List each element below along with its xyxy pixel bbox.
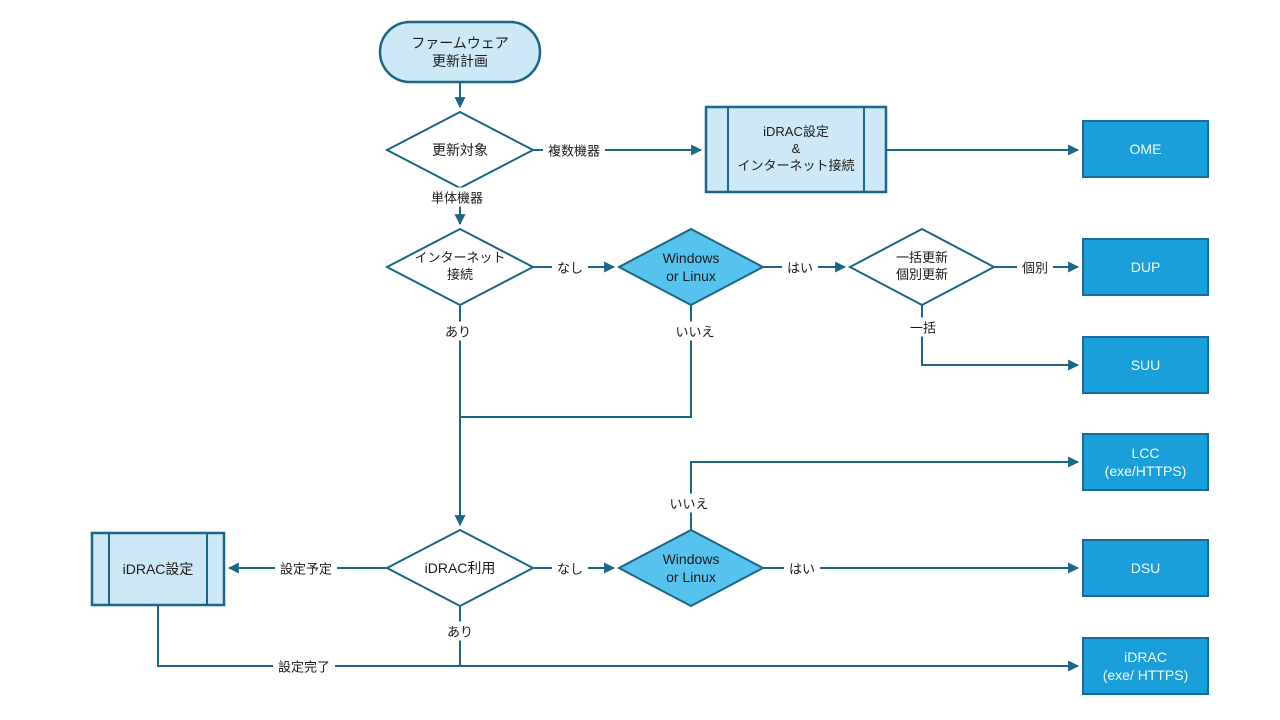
process-idrac-internet-shape bbox=[704, 105, 888, 194]
start-node-shape bbox=[378, 20, 542, 84]
box-lcc-shape bbox=[1082, 433, 1209, 491]
process-idrac-setup-shape bbox=[90, 531, 226, 607]
box-idrac-shape bbox=[1082, 637, 1209, 695]
edge-batch-to-suu bbox=[921, 305, 1080, 371]
edge-os-bottom-no-to-lcc bbox=[690, 456, 1080, 530]
box-suu-shape bbox=[1082, 336, 1209, 394]
box-dsu-shape bbox=[1082, 539, 1209, 597]
decision-batch-individual-shape bbox=[847, 227, 997, 307]
edge-idrac-setup-to-idrac bbox=[157, 605, 1080, 672]
decision-idrac-use-shape bbox=[384, 528, 536, 608]
edge-os-top-no-merge bbox=[460, 305, 692, 418]
box-ome-shape bbox=[1082, 120, 1209, 178]
decision-os-bottom-shape bbox=[616, 528, 766, 608]
decision-os-top-shape bbox=[616, 227, 766, 307]
box-dup-shape bbox=[1082, 238, 1209, 296]
decision-update-target-shape bbox=[384, 110, 536, 190]
decision-internet-shape bbox=[384, 227, 536, 307]
